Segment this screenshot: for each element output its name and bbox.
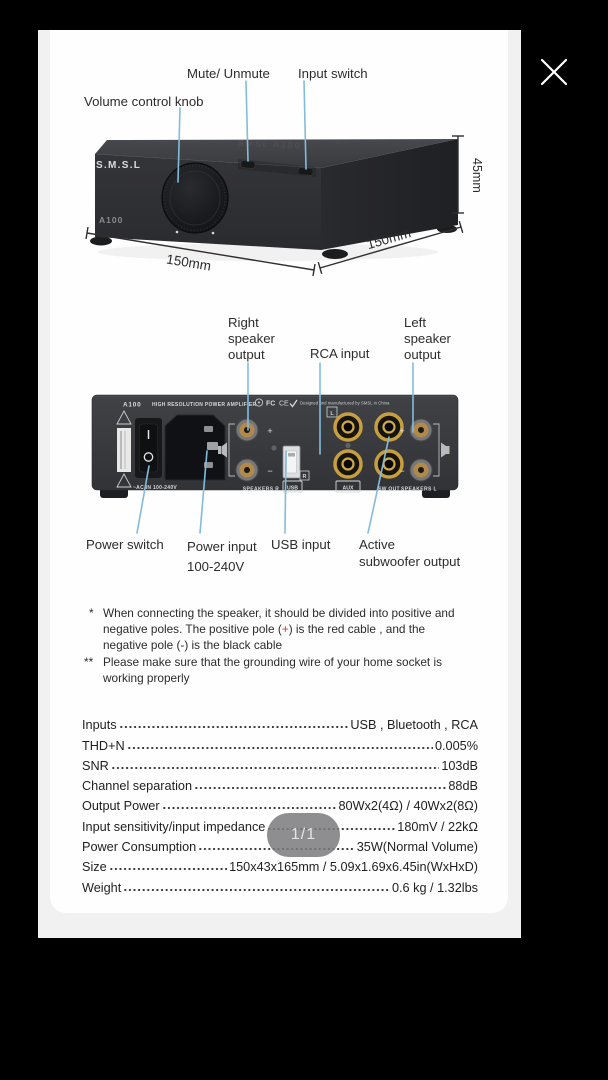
device-right-face <box>321 139 458 250</box>
usb-label-box <box>282 480 303 493</box>
speaker-icon <box>441 442 446 458</box>
device-top-face <box>95 139 458 168</box>
dot-leader <box>161 805 337 811</box>
jack-r-text: R <box>303 474 307 480</box>
plus-mark: + <box>399 426 404 436</box>
dot-leader <box>194 785 447 791</box>
close-icon <box>540 58 568 86</box>
top-print-text: SMSL A100 <box>238 139 302 150</box>
model-text-front: A100 <box>99 215 123 225</box>
usb-input-label: USB input <box>271 537 331 552</box>
sw-out-jacks <box>374 412 404 479</box>
dimension-height-text: 45mm <box>470 158 484 193</box>
front-device-illustration: SMSL A100 S.M.S.L A100 <box>90 139 458 261</box>
right-speaker-label: Right speaker output <box>228 315 275 362</box>
warning-triangle-icon <box>116 473 132 488</box>
footnotes: * When connecting the speaker, it should… <box>84 605 484 686</box>
brand-logo-text: S.M.S.L <box>96 160 141 171</box>
dot-leader <box>126 744 433 750</box>
cert-circle-icon <box>254 398 263 407</box>
speaker-posts-right <box>218 418 277 482</box>
warning-triangle-icon <box>116 410 132 425</box>
input-switch-label: Input switch <box>298 66 368 81</box>
jack-l-text: L <box>330 411 334 417</box>
panel-title-text: HIGH RESOLUTION POWER AMPLIFIER <box>152 402 256 408</box>
product-info-image[interactable]: SMSL A100 S.M.S.L A100 150mm 150mm 4 <box>38 30 521 938</box>
speaker-posts-left <box>409 418 450 482</box>
cert-ce-icon: CE <box>279 401 289 408</box>
dimension-lines <box>85 135 464 277</box>
led-dot <box>175 230 179 234</box>
minus-mark: − <box>267 466 272 476</box>
ac-in-text: ~AC IN 100-240V <box>133 485 177 491</box>
speakers-r-text: SPEAKERS R <box>243 487 280 493</box>
cert-check-icon <box>289 399 298 408</box>
panel-model-text: A100 <box>123 402 141 409</box>
subwoofer-label: Active subwoofer output <box>359 537 461 569</box>
usb-port <box>282 445 301 479</box>
front-callout-lines <box>177 80 307 183</box>
aux-label-box <box>335 480 361 493</box>
dot-leader <box>110 764 440 770</box>
led-dot <box>211 231 215 235</box>
jack-l-box <box>326 406 338 418</box>
device-foot <box>322 249 348 259</box>
power-switch-label: Power switch <box>86 537 164 552</box>
plus-mark: + <box>267 426 272 436</box>
power-switch <box>135 418 162 478</box>
page-indicator: 1/1 <box>267 813 340 857</box>
footnote-1: * When connecting the speaker, it should… <box>89 606 455 653</box>
speakers-l-text: SPEAKERS L <box>401 487 437 493</box>
rear-device-illustration: A100 HIGH RESOLUTION POWER AMPLIFIER FC … <box>91 394 459 498</box>
aux-rca-jacks <box>333 412 363 479</box>
jack-r-box <box>299 470 310 481</box>
dimension-width-text: 150mm <box>165 252 212 274</box>
volume-knob-label: Volume control knob <box>84 94 204 109</box>
close-button[interactable] <box>534 52 574 92</box>
sw-out-text: SW OUT <box>378 487 400 493</box>
rca-input-label: RCA input <box>310 346 370 361</box>
ac-power-inlet <box>164 414 226 481</box>
product-illustrations: SMSL A100 S.M.S.L A100 150mm 150mm 4 <box>85 80 484 534</box>
power-input-label: Power input 100-240V <box>187 539 257 574</box>
positive-pole-mark: + <box>281 622 289 637</box>
warning-label <box>117 428 131 472</box>
minus-mark: − <box>399 466 404 476</box>
speaker-icon <box>222 442 227 458</box>
usb-port-text: USB <box>287 486 298 492</box>
panel-made-text: Designed and manufactured by SMSL in Chi… <box>300 401 390 406</box>
device-shadow <box>98 243 438 261</box>
cert-fcc-icon: FC <box>266 401 275 408</box>
left-speaker-label: Left speaker output <box>404 315 451 362</box>
footnote-2: ** Please make sure that the grounding w… <box>84 654 443 685</box>
dot-leader <box>118 724 349 730</box>
mute-label: Mute/ Unmute <box>187 66 270 81</box>
top-button-strip <box>238 159 316 177</box>
rear-callout-lines <box>136 362 414 534</box>
dot-leader <box>108 866 228 872</box>
dot-leader <box>123 886 390 892</box>
aux-text: AUX <box>343 486 354 492</box>
